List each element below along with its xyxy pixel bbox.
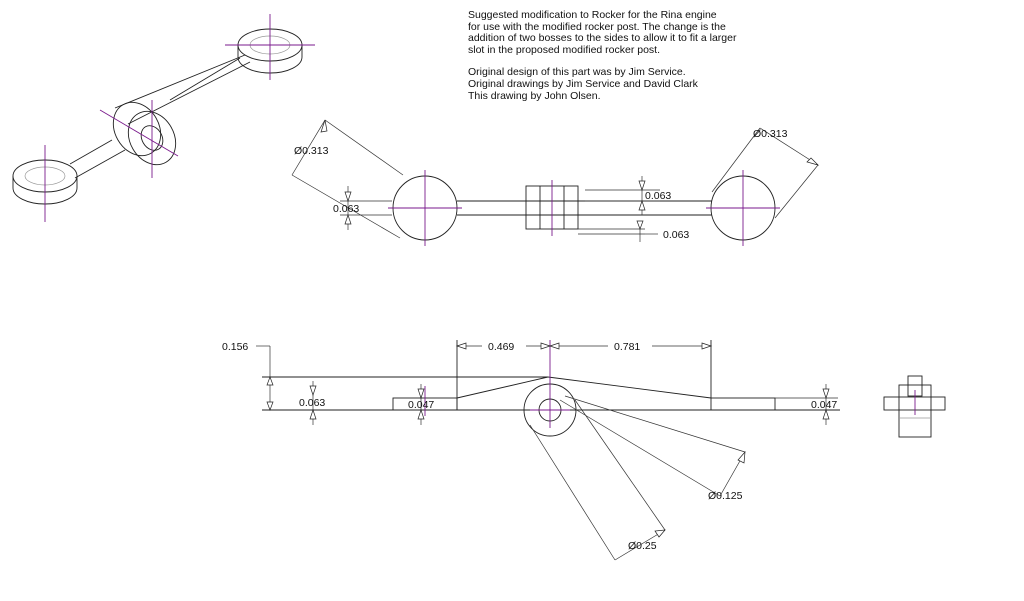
dim-arrow — [417, 408, 425, 420]
dim-line — [574, 399, 666, 531]
dim-arrow — [320, 119, 328, 133]
note-line: Original design of this part was by Jim … — [468, 66, 686, 79]
dim-arrow — [266, 401, 274, 411]
dim-side-span-left: 0.469 — [488, 341, 514, 353]
drawing-notes: Suggested modification to Rocker for the… — [468, 9, 788, 113]
note-line: for use with the modified rocker post. T… — [468, 20, 726, 33]
dim-plan-boss-width: 0.063 — [663, 229, 689, 241]
dim-plan-dia-left: Ø0.313 — [294, 145, 329, 157]
dim-arrow — [540, 342, 552, 350]
dim-arrow — [654, 529, 666, 538]
dim-side-height: 0.156 — [222, 341, 248, 353]
dim-plan-dia-right: Ø0.313 — [753, 128, 788, 140]
iso-hub-back — [112, 101, 162, 157]
iso-hub-bore — [140, 125, 164, 151]
dim-arrow — [822, 388, 830, 400]
iso-arm-edge — [169, 57, 241, 101]
side-pad-right — [710, 397, 776, 411]
isometric-view — [12, 14, 315, 222]
note-line: Original drawings by Jim Service and Dav… — [468, 77, 698, 90]
iso-arm-edge — [114, 54, 246, 109]
note-line: This drawing by John Olsen. — [468, 89, 601, 102]
dim-side-span-right: 0.781 — [614, 341, 640, 353]
dim-line — [291, 174, 401, 239]
dim-arrow — [822, 408, 830, 420]
plan-view: Ø0.313 Ø0.313 0.063 0.063 0.063 — [291, 119, 820, 246]
iso-centerline — [99, 109, 179, 157]
iso-hub-front — [127, 110, 177, 166]
dim-label-bg — [482, 339, 526, 353]
dim-arrow — [266, 376, 274, 386]
dim-label-bg — [608, 339, 652, 353]
dim-line — [559, 399, 721, 497]
side-arm-edge — [547, 376, 712, 399]
note-line: slot in the proposed modified rocker pos… — [468, 43, 661, 56]
dim-arrow — [806, 157, 820, 166]
side-arm-edge — [456, 376, 549, 399]
iso-arm-edge — [74, 149, 126, 179]
end-view-hub — [898, 384, 932, 438]
dim-plan-thickness-center: 0.063 — [645, 190, 671, 202]
dim-arrow — [455, 342, 467, 350]
dim-plan-thickness-left: 0.063 — [333, 203, 359, 215]
dim-arrow — [309, 385, 317, 397]
dim-line — [564, 395, 746, 453]
dim-arrow — [417, 388, 425, 400]
end-view — [883, 375, 946, 438]
dim-line — [291, 119, 326, 176]
note-paragraph-modification: Suggested modification to Rocker for the… — [468, 9, 788, 56]
side-view: Ø0.125 Ø0.25 0.156 0.063 0.047 0.047 0.4… — [222, 339, 840, 561]
iso-arm-edge — [69, 139, 113, 165]
dim-arrow — [638, 180, 646, 192]
dim-arrow — [737, 450, 746, 464]
note-line: Suggested modification to Rocker for the… — [468, 9, 717, 21]
dim-side-left-pad: 0.047 — [408, 399, 434, 411]
dim-line — [711, 127, 761, 193]
dim-line — [324, 119, 404, 176]
dim-line — [529, 424, 616, 561]
dim-arrow — [309, 408, 317, 420]
dim-arrow — [638, 199, 646, 211]
dim-line — [759, 127, 819, 166]
note-paragraph-credits: Original design of this part was by Jim … — [468, 67, 788, 102]
dim-side-dia-outer: Ø0.25 — [628, 540, 657, 552]
dim-side-dia-inner: Ø0.125 — [708, 490, 743, 502]
dim-line — [774, 164, 819, 219]
dim-arrow — [636, 220, 644, 230]
dim-line — [614, 529, 666, 561]
end-view-pads — [883, 396, 946, 411]
dim-arrow — [548, 342, 560, 350]
dim-side-arm-thickness: 0.063 — [299, 397, 325, 409]
dim-arrow — [344, 191, 352, 203]
dim-arrow — [344, 213, 352, 225]
dim-side-right-pad: 0.047 — [811, 399, 837, 411]
note-line: addition of two bosses to the sides to a… — [468, 32, 737, 45]
dim-arrow — [701, 342, 713, 350]
iso-arm-edge — [127, 61, 251, 125]
